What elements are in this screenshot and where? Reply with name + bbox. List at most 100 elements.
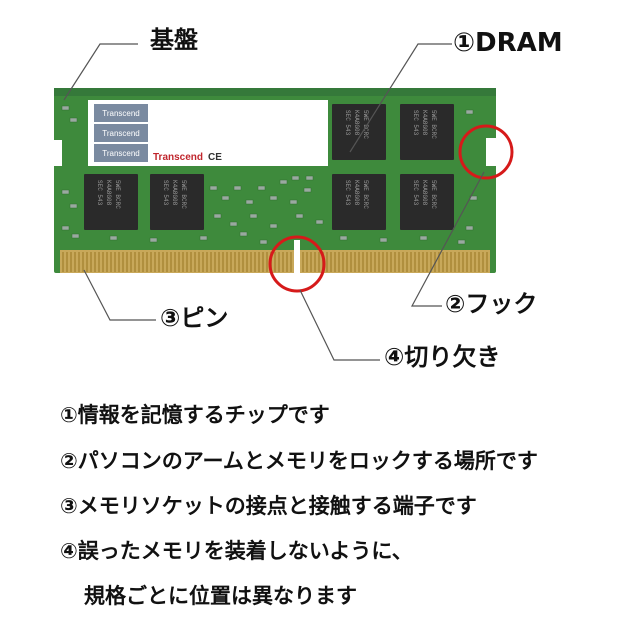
gold-pin	[150, 252, 152, 272]
gold-pin	[466, 252, 468, 272]
smd-component	[246, 200, 253, 204]
gold-pin	[86, 252, 88, 272]
smd-component	[296, 214, 303, 218]
gold-pin	[354, 252, 356, 272]
smd-component	[380, 238, 387, 242]
gold-pin	[330, 252, 332, 272]
gold-pin	[238, 252, 240, 272]
brand-badge-text-2: Transcend	[102, 129, 140, 138]
gold-pin	[98, 252, 100, 272]
smd-component	[316, 220, 323, 224]
chip-marking: K4A8G08	[105, 180, 112, 206]
smd-component	[258, 186, 265, 190]
gold-pin	[290, 252, 292, 272]
pin-label: ③ピン	[160, 306, 228, 330]
gold-pin	[334, 252, 336, 272]
gold-pin	[246, 252, 248, 272]
gold-pin	[454, 252, 456, 272]
description-notch-continued: 規格ごとに位置は異なります	[84, 586, 357, 607]
gold-pin	[214, 252, 216, 272]
brand-badge-text-1: Transcend	[102, 109, 140, 118]
gold-pin	[470, 252, 472, 272]
gold-pin	[306, 252, 308, 272]
chip-marking: SEC 543	[344, 180, 351, 206]
gold-pin	[190, 252, 192, 272]
smd-component	[466, 226, 473, 230]
gold-pin	[126, 252, 128, 272]
smd-component	[270, 196, 277, 200]
gold-pin	[254, 252, 256, 272]
gold-pin	[450, 252, 452, 272]
gold-pin	[366, 252, 368, 272]
smd-component	[110, 236, 117, 240]
gold-pin	[274, 252, 276, 272]
gold-pin	[422, 252, 424, 272]
gold-pin	[250, 252, 252, 272]
smd-component	[290, 200, 297, 204]
gold-pin	[278, 252, 280, 272]
gold-pin	[426, 252, 428, 272]
gold-pin	[114, 252, 116, 272]
gold-pin	[338, 252, 340, 272]
gold-pin	[106, 252, 108, 272]
gold-pin	[310, 252, 312, 272]
description-hook: ②パソコンのアームとメモリをロックする場所です	[60, 451, 538, 472]
smd-component	[234, 186, 241, 190]
dram-chip: SEC 543K4A8G085WE BCRC	[400, 104, 454, 160]
smd-component	[420, 236, 427, 240]
gold-pin	[70, 252, 72, 272]
gold-pin	[362, 252, 364, 272]
chip-marking: SEC 543	[412, 180, 419, 206]
smd-component	[340, 236, 347, 240]
gold-pin	[414, 252, 416, 272]
gold-pin	[462, 252, 464, 272]
gold-pin	[146, 252, 148, 272]
gold-pin	[174, 252, 176, 272]
gold-pin	[474, 252, 476, 272]
gold-pin	[78, 252, 80, 272]
gold-pin	[202, 252, 204, 272]
smd-component	[280, 180, 287, 184]
gold-pin	[154, 252, 156, 272]
chip-marking: SEC 543	[96, 180, 103, 206]
chip-marking: SEC 543	[412, 110, 419, 136]
smd-component	[72, 234, 79, 238]
chip-marking: K4A8G08	[353, 180, 360, 206]
gold-pin	[134, 252, 136, 272]
gold-pin	[142, 252, 144, 272]
gold-pin	[446, 252, 448, 272]
chip-marking: K4A8G08	[421, 180, 428, 206]
brand-main-text: Transcend	[153, 152, 203, 163]
description-pin: ③メモリソケットの接点と接触する端子です	[60, 496, 477, 517]
smd-component	[306, 176, 313, 180]
gold-pin	[158, 252, 160, 272]
gold-pin	[94, 252, 96, 272]
smd-component	[270, 224, 277, 228]
gold-pin	[74, 252, 76, 272]
gold-pin	[258, 252, 260, 272]
chip-marking: 5WE BCRC	[430, 110, 437, 139]
gold-pin	[318, 252, 320, 272]
substrate-label: 基盤	[150, 28, 198, 52]
description-dram: ①情報を記憶するチップです	[60, 405, 330, 426]
smd-component	[240, 232, 247, 236]
gold-pin	[374, 252, 376, 272]
smd-component	[466, 110, 473, 114]
gold-pin	[394, 252, 396, 272]
gold-pin	[222, 252, 224, 272]
brand-badge-text-3: Transcend	[102, 149, 140, 158]
gold-pin	[122, 252, 124, 272]
gold-pin	[266, 252, 268, 272]
ce-mark: CE	[208, 152, 222, 163]
smd-component	[250, 214, 257, 218]
gold-pin	[90, 252, 92, 272]
gold-pin	[350, 252, 352, 272]
gold-pin	[178, 252, 180, 272]
gold-pin	[282, 252, 284, 272]
gold-pin	[234, 252, 236, 272]
gold-pin	[138, 252, 140, 272]
gold-pin	[242, 252, 244, 272]
gold-pin	[210, 252, 212, 272]
gold-pin	[226, 252, 228, 272]
